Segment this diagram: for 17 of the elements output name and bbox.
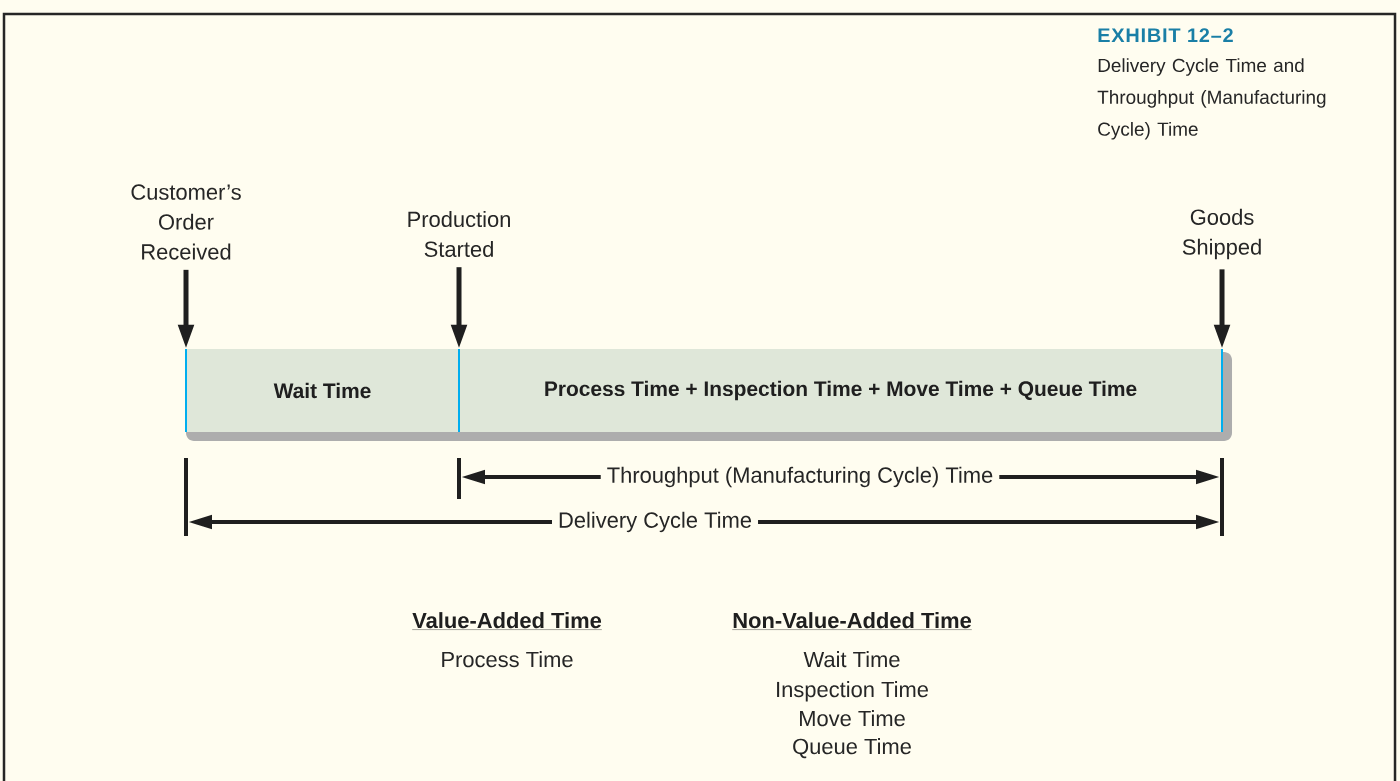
time-segment: Wait Time	[186, 349, 459, 432]
column-heading: Value-Added Time	[412, 612, 602, 630]
dimension-label: Throughput (Manufacturing Cycle) Time	[600, 463, 1000, 491]
event-label: Goods Shipped	[1182, 208, 1261, 260]
list-item: Process Time	[442, 651, 573, 668]
list-item: Wait Time	[803, 651, 900, 668]
exhibit-title: EXHIBIT 12–2	[1098, 28, 1233, 43]
event-label: Customer’s Order Received	[131, 184, 241, 260]
node-label: Wait Time	[273, 382, 371, 399]
column-heading: Non-Value-Added Time	[732, 612, 972, 630]
list-item: Queue Time	[793, 738, 911, 759]
event-label: Production Started	[408, 211, 510, 257]
list-item: Move Time	[800, 710, 905, 727]
list-item: Inspection Time	[777, 681, 928, 702]
dimension-label: Delivery Cycle Time	[552, 508, 759, 536]
caption: Delivery Cycle Time and Throughput (Manufacturing Cycle) Time	[1097, 58, 1326, 140]
node-label: Process Time + Inspection Time + Move Time + Queue Time	[545, 380, 1137, 401]
